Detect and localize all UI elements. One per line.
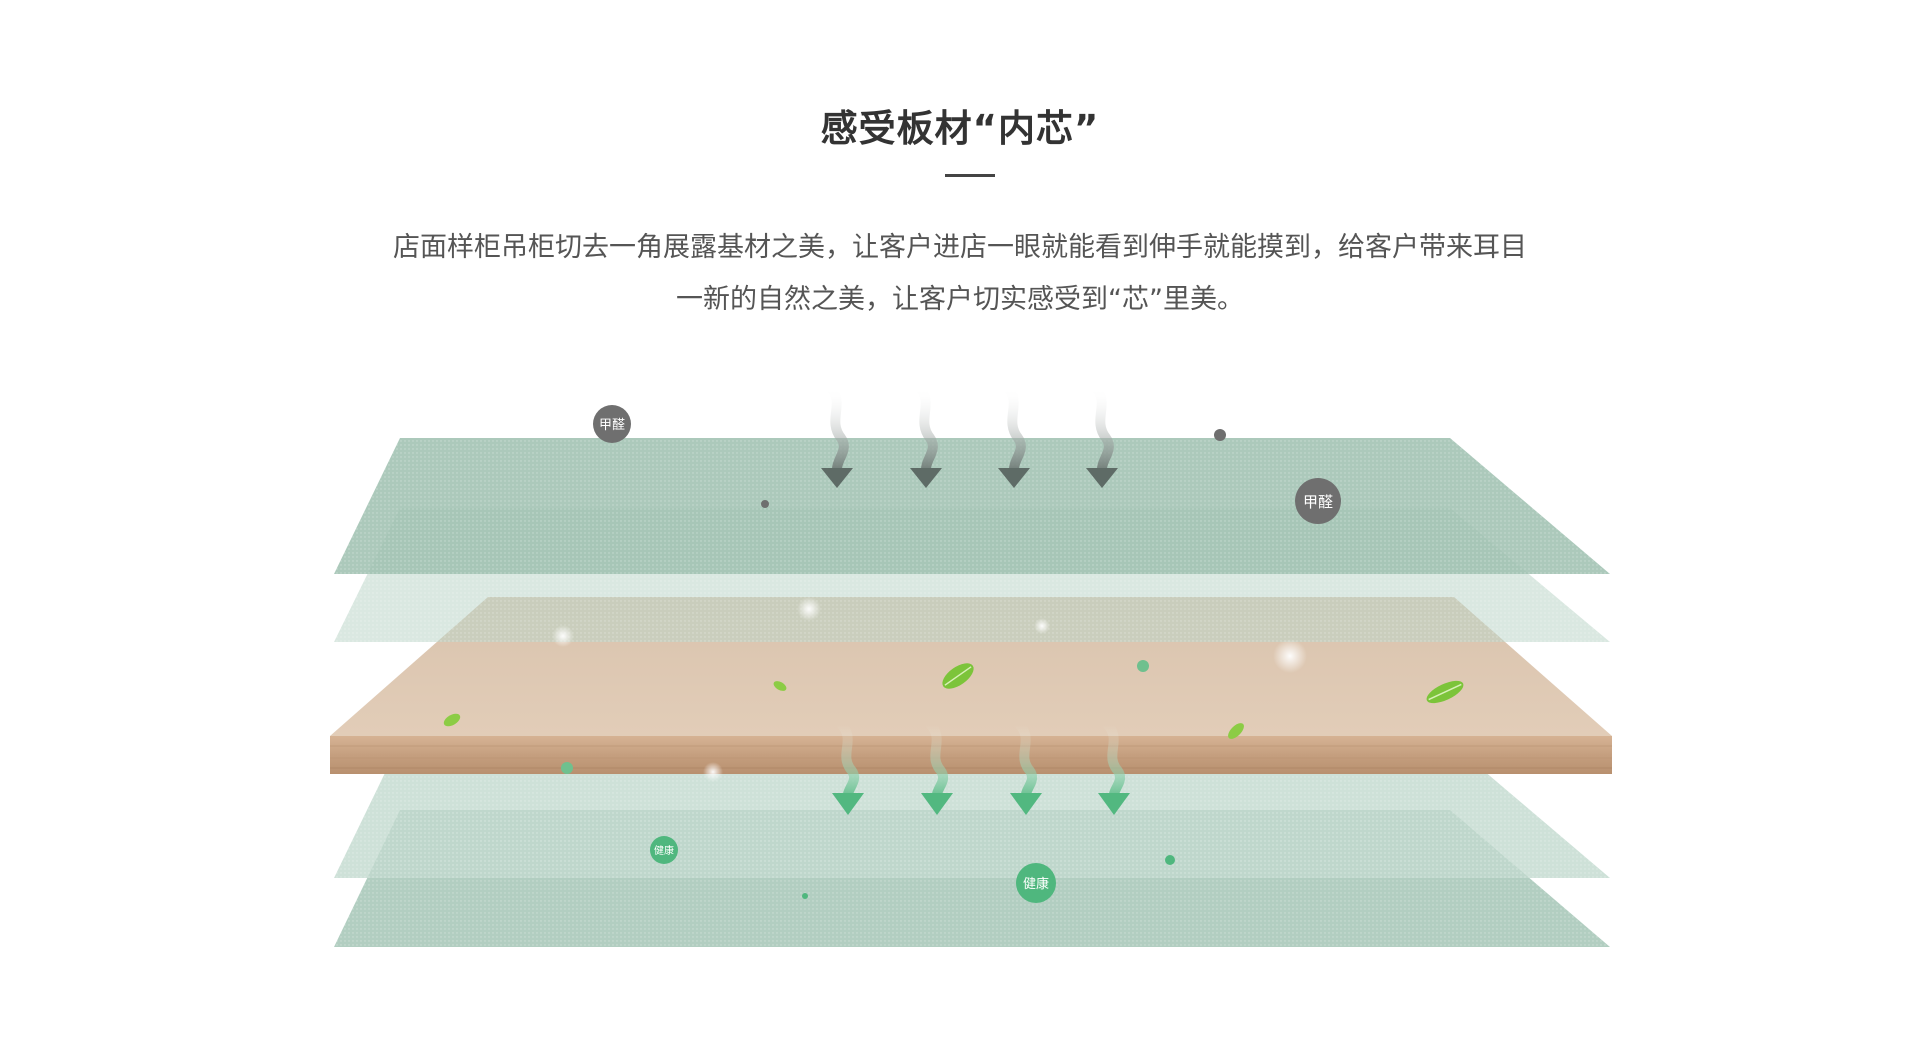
- svg-text:甲醛: 甲醛: [1303, 493, 1333, 511]
- section-description: 店面样柜吊柜切去一角展露基材之美，让客户进店一眼就能看到伸手就能摸到，给客户带来…: [310, 222, 1610, 326]
- health-dot: [1165, 855, 1175, 865]
- health-dot: [1137, 660, 1149, 672]
- health-badge: 健康: [650, 836, 678, 864]
- down-arrow-icon: [998, 383, 1030, 488]
- svg-text:健康: 健康: [654, 844, 674, 857]
- down-arrow-icon: [821, 383, 853, 488]
- down-arrow-icon: [1010, 720, 1042, 815]
- description-line-2: 一新的自然之美，让客户切实感受到“芯”里美。: [676, 284, 1244, 315]
- board-layers-illustration: 甲醛 甲醛 健康 健康: [0, 380, 1920, 980]
- title-divider: [945, 174, 995, 177]
- leaf-icon: [1228, 723, 1244, 739]
- description-line-1: 店面样柜吊柜切去一角展露基材之美，让客户进店一眼就能看到伸手就能摸到，给客户带来…: [393, 232, 1527, 263]
- air-bubbles: [552, 597, 1307, 782]
- formaldehyde-badge: 甲醛: [1295, 478, 1341, 524]
- formaldehyde-arrows: [821, 383, 1118, 488]
- svg-text:健康: 健康: [1023, 876, 1049, 892]
- section-title: 感受板材“内芯”: [820, 107, 1100, 150]
- leaf-icon: [1426, 680, 1464, 704]
- formaldehyde-badge: 甲醛: [593, 405, 631, 443]
- svg-text:甲醛: 甲醛: [599, 417, 625, 433]
- down-arrow-icon: [910, 383, 942, 488]
- down-arrow-icon: [832, 720, 864, 815]
- formaldehyde-dot: [761, 500, 769, 508]
- health-badge: 健康: [1016, 863, 1056, 903]
- leaf-icon: [443, 713, 461, 727]
- leaf-icon: [773, 681, 787, 691]
- health-dot: [802, 893, 808, 899]
- health-arrows: [832, 720, 1130, 815]
- down-arrow-icon: [1098, 720, 1130, 815]
- health-dot: [561, 762, 573, 774]
- formaldehyde-dot: [1214, 429, 1226, 441]
- down-arrow-icon: [1086, 383, 1118, 488]
- top-layer-upper: [334, 438, 1610, 574]
- leaf-icon: [942, 663, 974, 689]
- down-arrow-icon: [921, 720, 953, 815]
